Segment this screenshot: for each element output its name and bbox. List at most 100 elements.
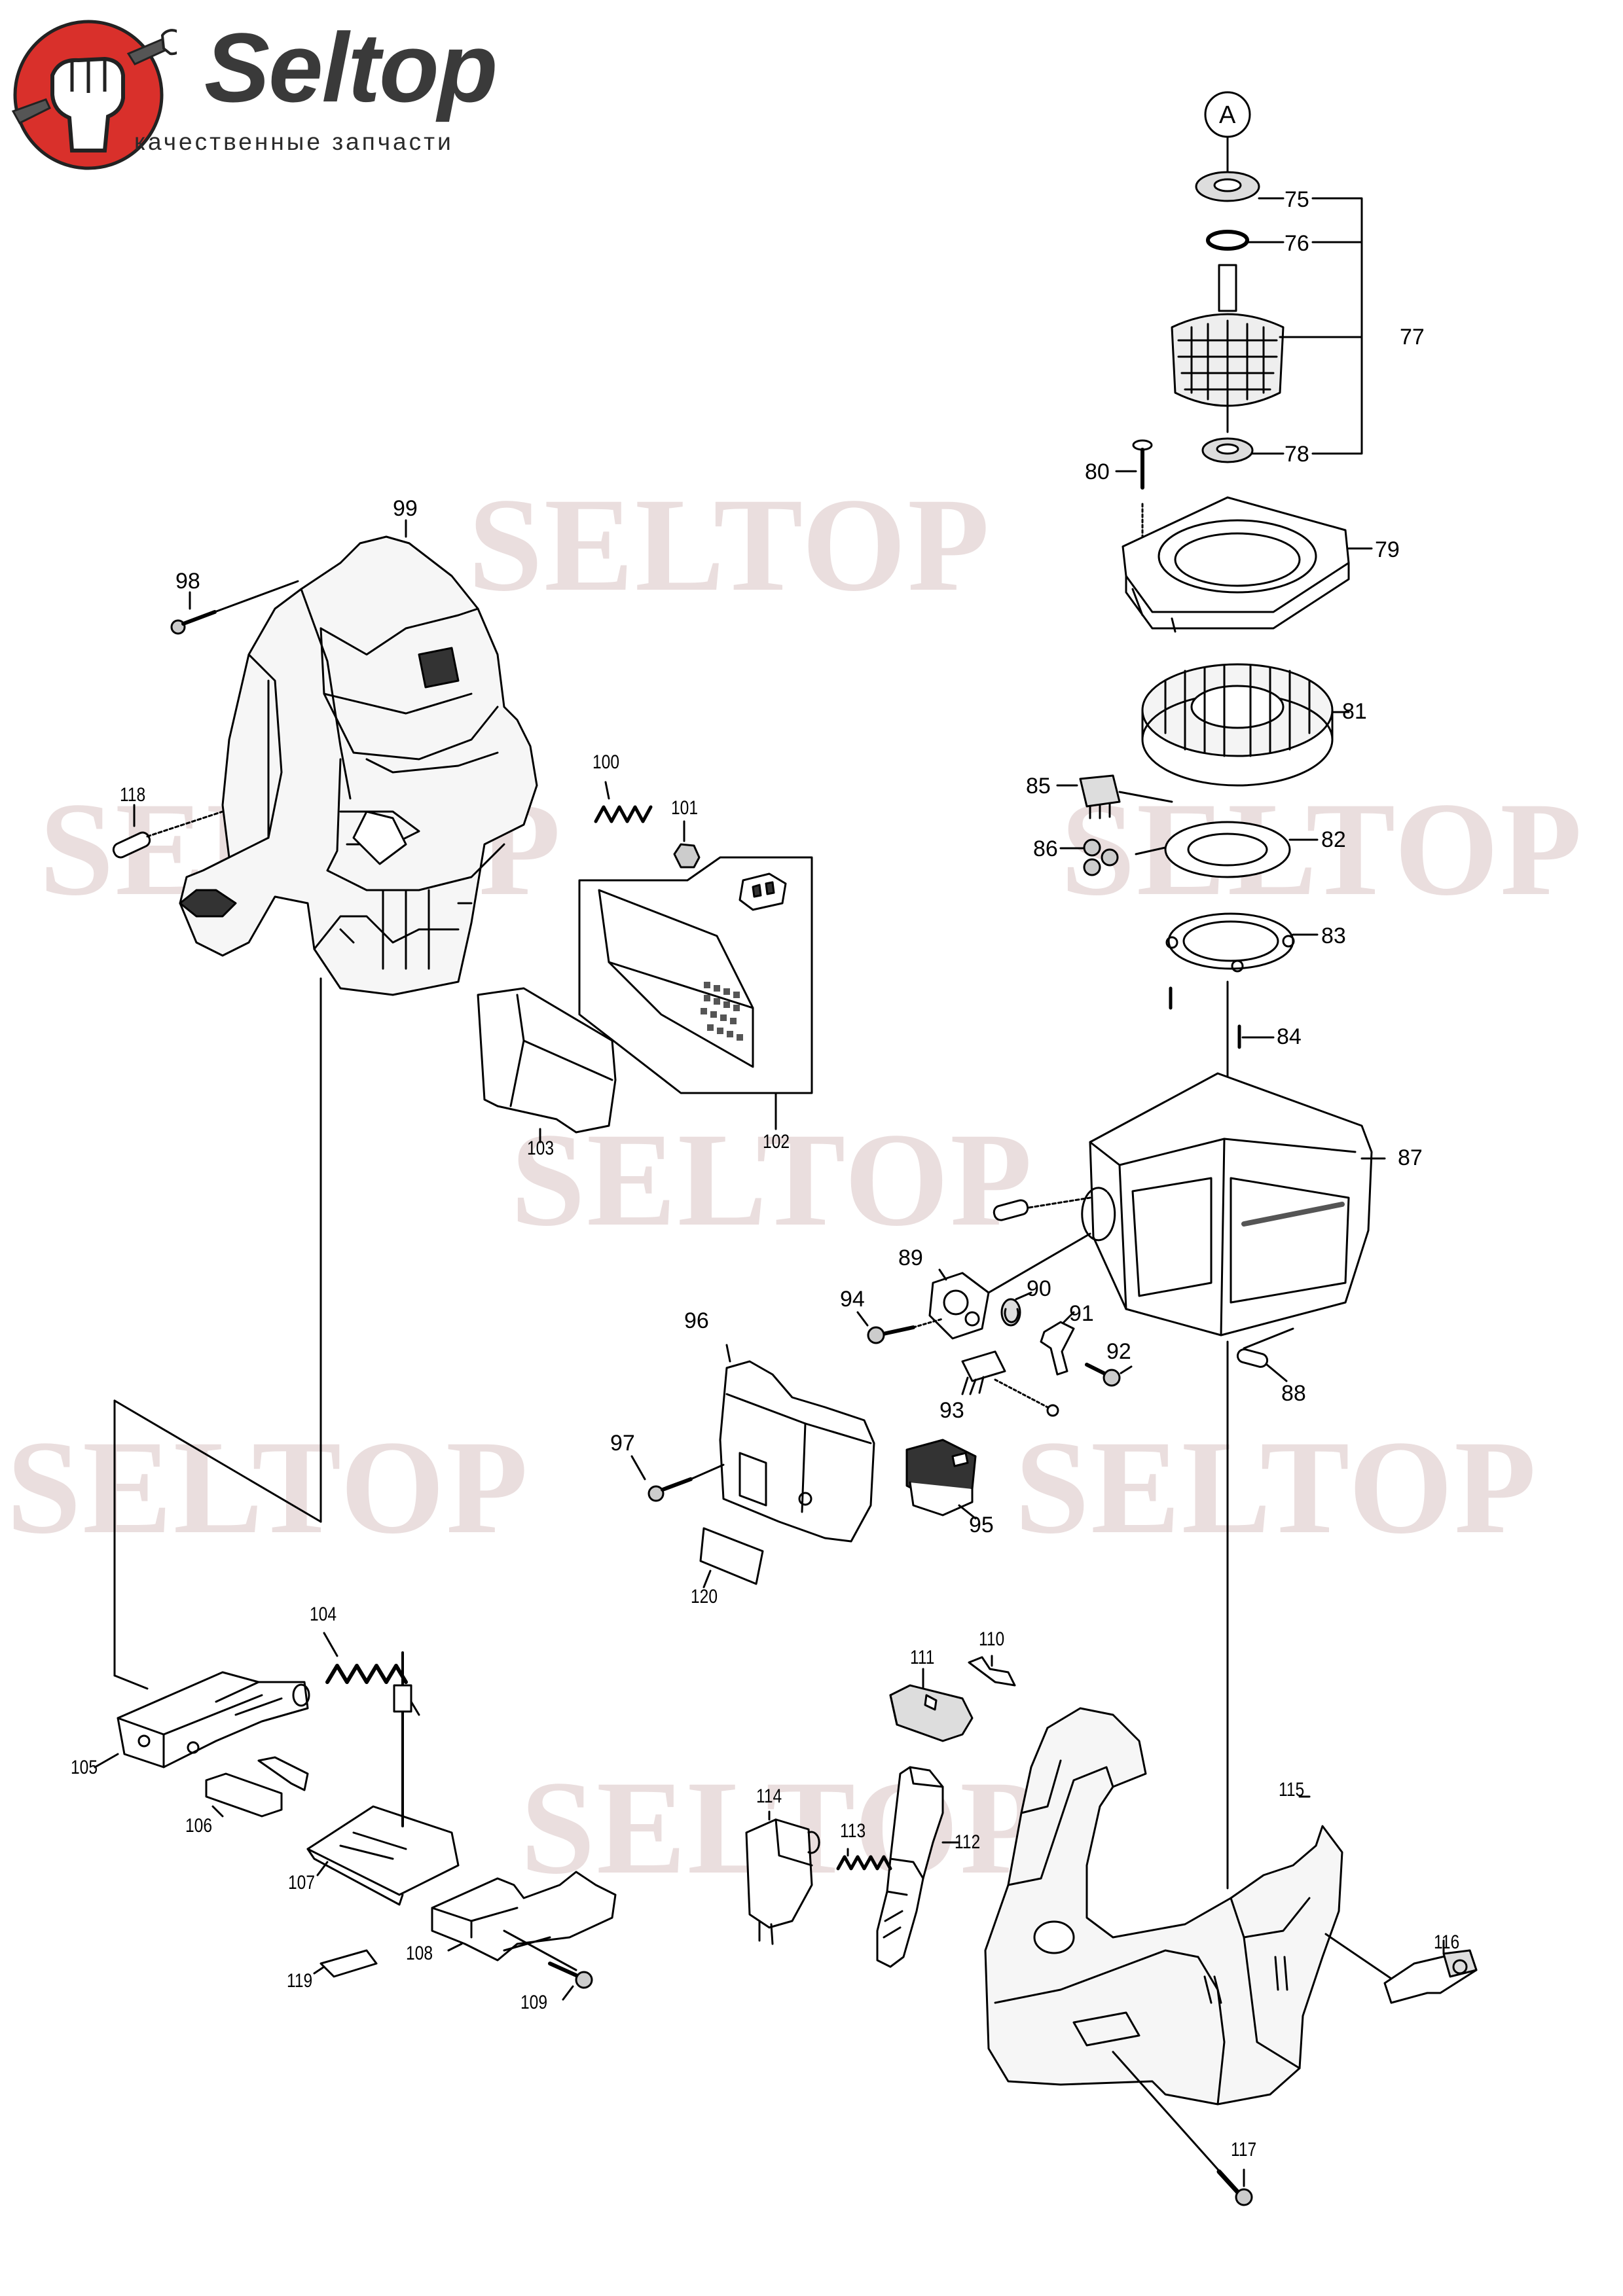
switch-board-93 [961, 1350, 1059, 1417]
part-label-115: 115 [1279, 1779, 1305, 1801]
callout-letter: A [1219, 101, 1236, 129]
part-label-113: 113 [840, 1820, 866, 1842]
screw-98 [170, 580, 299, 635]
watermark: SELTOP [468, 471, 991, 619]
part-label-112: 112 [955, 1831, 981, 1853]
part-label-88: 88 [1281, 1381, 1306, 1406]
battery-holder-108 [431, 1871, 617, 1962]
lever-91 [1040, 1321, 1075, 1376]
cover-103 [477, 987, 617, 1134]
armature-77 [1171, 264, 1285, 433]
part-label-93: 93 [939, 1398, 964, 1423]
connector-85 [1079, 774, 1173, 819]
part-label-76: 76 [1285, 231, 1309, 256]
part-label-105: 105 [71, 1757, 98, 1778]
controller-102 [578, 856, 813, 1094]
part-label-87: 87 [1398, 1145, 1423, 1170]
screw-117 [1112, 2051, 1253, 2206]
part-label-90: 90 [1027, 1276, 1051, 1301]
spring-90 [1000, 1298, 1021, 1327]
screw-97 [647, 1463, 725, 1502]
screw-109 [503, 1929, 593, 1989]
button-116 [1324, 1933, 1478, 2004]
motor-housing-87 [1081, 1072, 1373, 1336]
part-label-103: 103 [527, 1138, 555, 1159]
watermark: SELTOP [1061, 775, 1584, 924]
cap-95 [905, 1439, 977, 1516]
part-label-114: 114 [756, 1785, 782, 1807]
switch-block-89 [928, 1232, 1091, 1340]
label-120 [699, 1527, 764, 1585]
part-label-97: 97 [610, 1431, 635, 1456]
part-label-106: 106 [185, 1815, 213, 1837]
part-label-99: 99 [393, 496, 418, 521]
brand-tagline: качественные запчасти [134, 128, 454, 155]
part-label-86: 86 [1033, 836, 1058, 861]
part-label-108: 108 [406, 1943, 433, 1964]
part-label-110: 110 [979, 1628, 1005, 1650]
part-label-104: 104 [310, 1604, 337, 1625]
housing-half-99 [179, 535, 538, 996]
connector-101 [673, 843, 701, 869]
part-label-81: 81 [1342, 699, 1367, 724]
sensor-board-82 [1135, 821, 1291, 878]
part-label-84: 84 [1277, 1024, 1302, 1049]
part-label-96: 96 [684, 1308, 709, 1333]
part-label-89: 89 [898, 1246, 923, 1270]
brand-name: Seltop [204, 12, 498, 122]
handle-housing-115 [984, 1707, 1343, 2106]
screw-92 [1085, 1363, 1121, 1387]
part-label-95: 95 [969, 1513, 994, 1537]
part-label-120: 120 [691, 1586, 718, 1607]
part-label-118: 118 [120, 784, 146, 806]
switch-114 [745, 1818, 820, 1945]
spring-113 [836, 1855, 892, 1871]
part-label-102: 102 [763, 1131, 790, 1153]
part-label-79: 79 [1375, 537, 1400, 562]
part-label-100: 100 [593, 751, 620, 773]
part-label-98: 98 [175, 569, 200, 594]
pin-88 [1236, 1348, 1269, 1368]
screw-80 [1132, 439, 1153, 490]
part-label-75: 75 [1285, 187, 1309, 212]
screw-94 [867, 1318, 944, 1344]
spring-100 [594, 805, 653, 823]
part-label-109: 109 [520, 1992, 548, 2013]
screws-84 [1169, 986, 1241, 1049]
watermark: SELTOP [1015, 1413, 1538, 1562]
screws-86 [1083, 838, 1119, 876]
insulator-106 [205, 1756, 309, 1818]
trigger-112 [876, 1766, 944, 1968]
part-label-82: 82 [1321, 827, 1346, 852]
stator-field-81 [1141, 663, 1334, 787]
part-label-101: 101 [671, 797, 699, 819]
pin-118 [112, 810, 224, 859]
part-label-92: 92 [1106, 1339, 1131, 1364]
label-119 [319, 1949, 378, 1978]
part-label-85: 85 [1026, 774, 1051, 798]
logo-fist-wrench-icon [11, 20, 177, 170]
part-label-107: 107 [288, 1872, 316, 1893]
part-label-77: 77 [1400, 325, 1425, 350]
spring-104 [325, 1664, 408, 1684]
washer-76 [1206, 230, 1249, 251]
part-label-80: 80 [1085, 459, 1110, 484]
part-label-78: 78 [1285, 442, 1309, 467]
watermark: SELTOP [511, 1105, 1034, 1254]
watermark: SELTOP [7, 1413, 530, 1562]
clip-110 [968, 1656, 1016, 1687]
holder-ring-83 [1165, 912, 1295, 973]
terminal-plate-107 [306, 1651, 460, 1906]
part-label-111: 111 [910, 1647, 935, 1668]
part-label-117: 117 [1231, 2139, 1257, 2161]
terminal-holder-105 [117, 1671, 310, 1768]
part-label-94: 94 [840, 1287, 865, 1312]
part-label-91: 91 [1069, 1301, 1094, 1326]
lock-button-111 [889, 1684, 974, 1742]
part-label-83: 83 [1321, 924, 1346, 948]
baffle-plate-79 [1122, 496, 1350, 633]
part-label-119: 119 [287, 1970, 313, 1992]
cover-96 [719, 1360, 875, 1543]
